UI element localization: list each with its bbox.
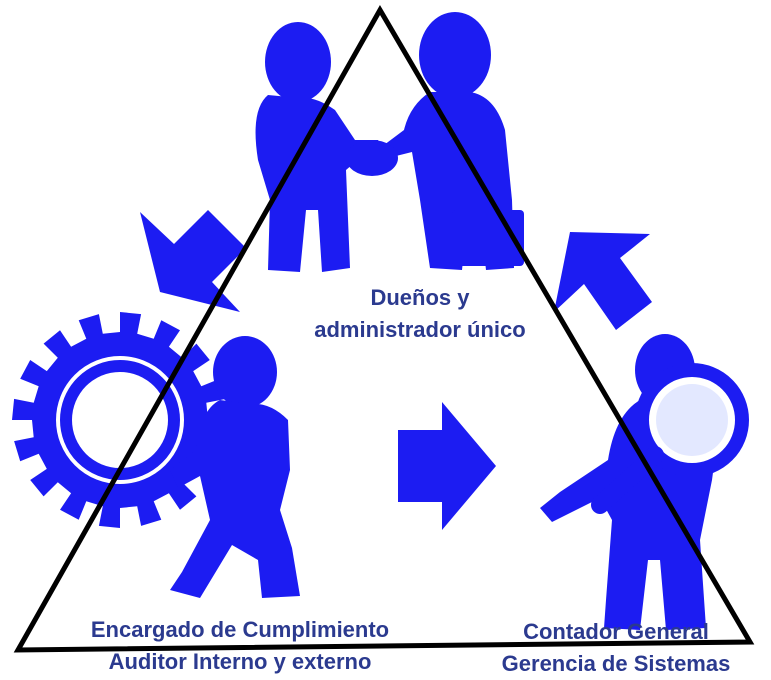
label-compliance-line2: Auditor Interno y externo xyxy=(108,649,372,674)
label-compliance: Encargado de Cumplimiento Auditor Intern… xyxy=(20,614,460,678)
gear-hole xyxy=(72,372,168,468)
handshake-people-icon xyxy=(255,12,524,272)
arrow-down-left-icon xyxy=(140,210,246,312)
person-pushing-gear-icon xyxy=(12,312,300,598)
pushing-person-icon xyxy=(170,336,300,598)
triangle-outline xyxy=(13,4,755,653)
person-magnifying-glass-icon xyxy=(540,334,749,630)
label-owners-line1: Dueños y xyxy=(370,285,470,310)
label-compliance-line1: Encargado de Cumplimiento xyxy=(90,617,390,642)
label-owners-line2: administrador único xyxy=(314,317,526,342)
gear-ring xyxy=(56,356,184,484)
gear-icon xyxy=(12,312,228,528)
label-accounting-line2: Gerencia de Sistemas xyxy=(501,651,731,676)
label-accounting: Contador General Gerencia de Sistemas xyxy=(466,616,766,680)
label-accounting-line1: Contador General xyxy=(523,619,709,644)
arrow-right-icon xyxy=(398,402,496,530)
arrow-up-left-icon xyxy=(554,232,652,330)
label-owners: Dueños y administrador único xyxy=(270,282,570,346)
